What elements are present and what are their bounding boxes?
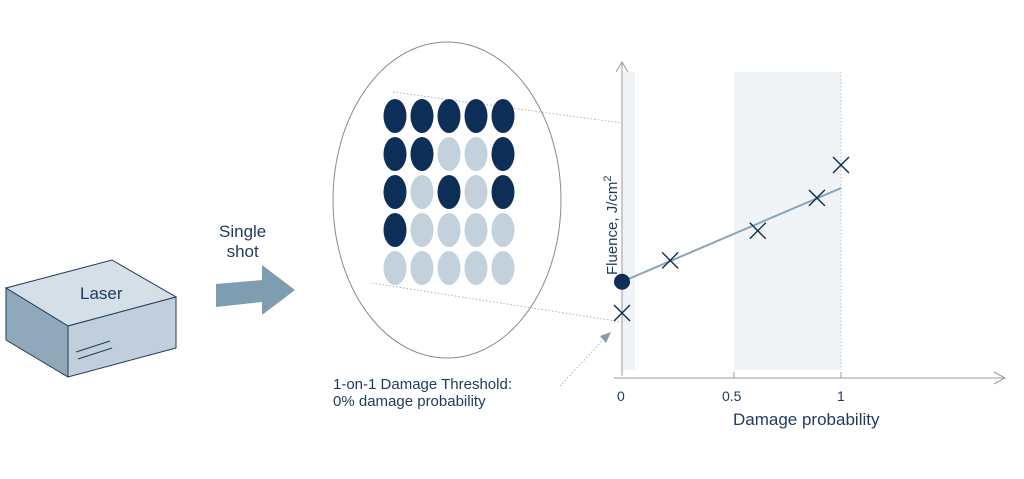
- x-axis-arrowhead: [993, 371, 1007, 385]
- data-point: [749, 222, 767, 240]
- undamaged-spot: [437, 137, 461, 171]
- caption-pointer-line: [559, 339, 604, 387]
- zoom-projection-line: [371, 282, 623, 323]
- x-tick-label: 0: [617, 388, 625, 404]
- damaged-spot: [491, 99, 515, 133]
- damaged-spot: [383, 137, 407, 171]
- x-tick-label: 0.5: [722, 388, 742, 404]
- damaged-spot: [437, 99, 461, 133]
- damage-spot-array: [383, 99, 515, 285]
- damaged-spot: [491, 137, 515, 171]
- undamaged-spot: [491, 213, 515, 247]
- undamaged-spot: [437, 251, 461, 285]
- data-point-stroke: [832, 156, 850, 174]
- single-shot-line2: shot: [226, 241, 259, 261]
- laser-side-face: [5, 287, 69, 378]
- laser-aperture-line: [77, 347, 113, 360]
- undamaged-spot: [383, 251, 407, 285]
- damaged-spot: [464, 99, 488, 133]
- threshold-caption: 1-on-1 Damage Threshold: 0% damage proba…: [333, 376, 512, 411]
- damaged-spot: [437, 175, 461, 209]
- caption-pointer-arrowhead: [600, 332, 611, 343]
- undamaged-spot: [464, 137, 488, 171]
- y-axis-label-superscript: 2: [602, 175, 614, 182]
- laser-device: [4, 259, 178, 378]
- single-shot-arrow: [216, 265, 295, 315]
- undamaged-spot: [464, 251, 488, 285]
- data-point-stroke: [749, 222, 767, 240]
- data-point: [613, 304, 631, 322]
- damaged-spot: [383, 99, 407, 133]
- undamaged-spot: [410, 213, 434, 247]
- undamaged-spot: [491, 251, 515, 285]
- y-axis-arrowhead: [615, 61, 629, 73]
- shaded-region: [734, 72, 841, 370]
- y-axis-label-text: Fluence, J/cm: [604, 181, 621, 275]
- x-tick-label: 1: [837, 388, 845, 404]
- data-point: [661, 251, 679, 269]
- damaged-spot: [491, 175, 515, 209]
- undamaged-spot: [410, 251, 434, 285]
- damaged-spot: [410, 137, 434, 171]
- damage-chart: [613, 61, 1007, 385]
- data-point: [808, 189, 826, 207]
- laser-label: Laser: [80, 284, 123, 303]
- single-shot-label: Single shot: [219, 222, 266, 261]
- undamaged-spot: [464, 213, 488, 247]
- damaged-spot: [383, 213, 407, 247]
- data-point-stroke: [808, 189, 826, 207]
- fit-line: [621, 187, 842, 283]
- threshold-point: [614, 273, 630, 290]
- data-point-stroke: [661, 251, 679, 269]
- x-axis-label: Damage probability: [733, 410, 880, 429]
- undamaged-spot: [464, 175, 488, 209]
- laser-aperture-line: [75, 340, 111, 353]
- shaded-region: [622, 72, 635, 370]
- undamaged-spot: [437, 213, 461, 247]
- data-point: [832, 156, 850, 174]
- data-point-stroke: [613, 304, 631, 322]
- y-axis-label: Fluence, J/cm2: [602, 176, 621, 276]
- damaged-spot: [383, 175, 407, 209]
- chart-marks: [613, 156, 850, 322]
- threshold-caption-line2: 0% damage probability: [333, 393, 486, 411]
- undamaged-spot: [410, 175, 434, 209]
- damaged-spot: [410, 99, 434, 133]
- single-shot-line1: Single: [219, 222, 267, 241]
- threshold-caption-line1: 1-on-1 Damage Threshold:: [333, 376, 512, 393]
